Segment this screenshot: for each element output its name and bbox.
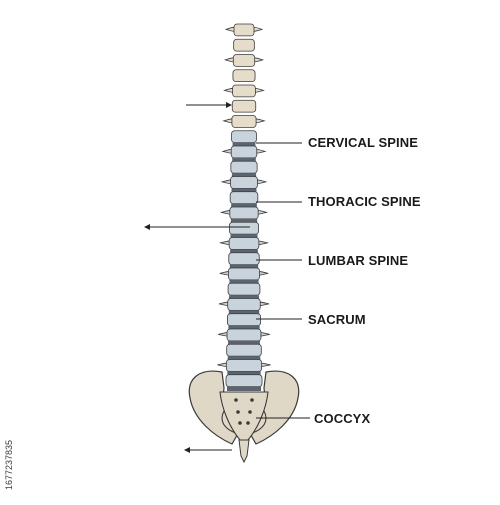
sacral-foramen — [238, 421, 242, 425]
vertebra-body — [227, 298, 261, 311]
label-thoracic-spine: THORACIC SPINE — [308, 194, 421, 209]
intervertebral-disc — [229, 264, 259, 269]
vertebra-body — [231, 115, 257, 128]
vertebra-body — [230, 176, 258, 189]
intervertebral-disc — [231, 173, 257, 178]
arrow-head-upper-left — [226, 102, 232, 108]
intervertebral-disc — [230, 249, 258, 254]
intervertebral-disc — [227, 386, 261, 391]
intervertebral-disc — [230, 234, 258, 239]
vertebra-body — [225, 359, 263, 372]
intervertebral-disc — [228, 310, 260, 315]
intervertebral-disc — [230, 218, 258, 224]
label-coccyx: COCCYX — [314, 411, 371, 426]
sacral-foramen — [234, 398, 238, 402]
label-sacrum: SACRUM — [308, 312, 366, 327]
side-id-text: 1677237835 — [4, 380, 14, 500]
vertebral-column — [217, 23, 271, 391]
vertebra-body — [232, 54, 256, 67]
intervertebral-disc — [228, 325, 260, 330]
arrow-head-bottom-left — [184, 447, 190, 453]
vertebra-body — [228, 237, 260, 250]
intervertebral-disc — [229, 279, 259, 285]
vertebra-body — [227, 282, 261, 296]
vertebra-body — [226, 313, 262, 327]
vertebra-body — [232, 84, 256, 98]
coccyx-bone — [238, 439, 250, 464]
intervertebral-disc — [231, 203, 257, 208]
vertebra-body — [233, 23, 255, 37]
intervertebral-disc — [232, 142, 256, 147]
sacral-foramen — [248, 410, 252, 414]
vertebra-body — [231, 99, 257, 113]
vertebra-body — [233, 38, 255, 52]
label-cervical-spine: CERVICAL SPINE — [308, 135, 419, 150]
vertebra-body — [230, 160, 258, 174]
intervertebral-disc — [228, 340, 260, 346]
intervertebral-disc — [227, 356, 261, 361]
vertebra-body — [228, 252, 260, 266]
intervertebral-disc — [232, 157, 256, 163]
vertebra-body — [229, 191, 259, 205]
vertebra-body — [226, 328, 262, 342]
sacral-foramen — [236, 410, 240, 414]
leader-lines — [144, 102, 310, 453]
vertebra-body — [226, 343, 262, 357]
vertebra-body — [232, 69, 256, 83]
vertebra-body — [231, 130, 257, 144]
vertebra-body — [229, 221, 259, 235]
intervertebral-disc — [231, 188, 257, 193]
label-lumbar-spine: LUMBAR SPINE — [308, 253, 409, 268]
sacrum-shape — [219, 391, 269, 464]
sacral-foramen — [246, 421, 250, 425]
vertebra-body — [225, 374, 263, 388]
vertebra-body — [229, 206, 259, 220]
vertebra-body — [228, 267, 260, 281]
intervertebral-disc — [229, 295, 259, 300]
vertebra-body — [230, 145, 258, 159]
side-id-label: 1677237835 — [4, 439, 14, 490]
arrow-head-mid-left — [144, 224, 150, 230]
sacral-foramen — [250, 398, 254, 402]
intervertebral-disc — [227, 371, 261, 376]
